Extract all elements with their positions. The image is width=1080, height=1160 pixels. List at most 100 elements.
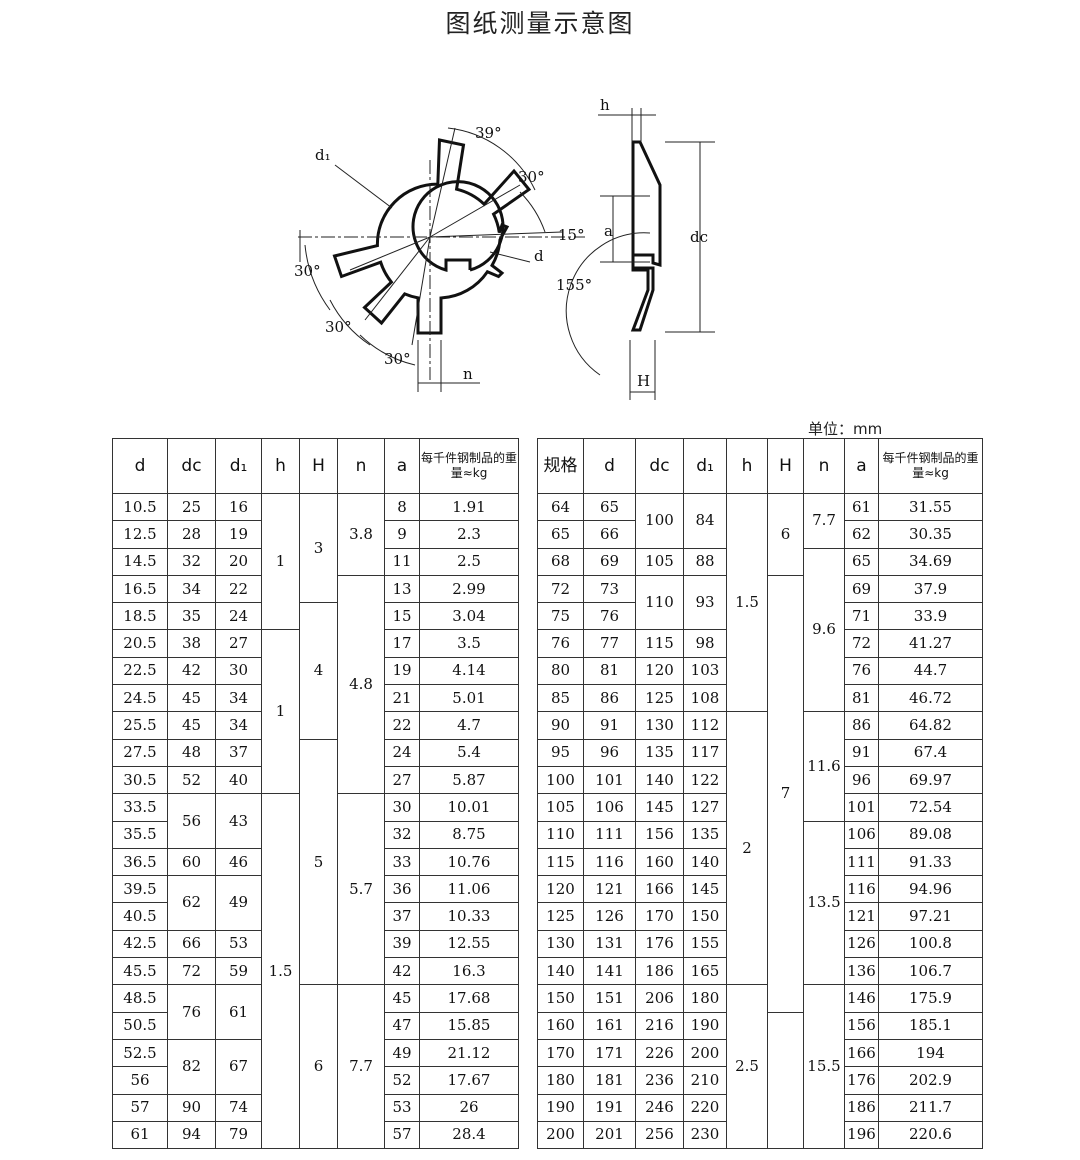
cell-a: 52: [384, 1066, 420, 1095]
table-row: 150 151 206 180 2.5 15.5 146 175.9: [537, 984, 983, 1150]
cell-weight: 15.85: [419, 1011, 519, 1040]
header-dc: dc: [167, 438, 216, 494]
cell-d1: 220: [683, 1093, 727, 1122]
table-row: 76 77 115 98 72 41.27: [537, 629, 983, 658]
label-angle-30-right: 30°: [518, 168, 545, 186]
cell-a: 156: [844, 1011, 879, 1040]
cell-weight: 5.01: [419, 684, 519, 713]
cell-dc: 32: [167, 547, 216, 576]
cell-h: 2: [726, 711, 768, 986]
cell-weight: 10.33: [419, 902, 519, 931]
table-row: 18.5 35 24 4 15 3.04: [112, 602, 519, 740]
table-row: 75 76 71 33.9: [537, 602, 983, 631]
cell-h: 1: [261, 492, 300, 631]
cell-spec: 85: [537, 684, 584, 713]
cell-weight: 44.7: [878, 656, 983, 686]
header-h: h: [261, 438, 300, 494]
cell-d: 96: [583, 738, 636, 767]
cell-dc: 48: [167, 738, 216, 767]
header-d: d: [112, 438, 168, 494]
label-a: a: [604, 222, 613, 240]
cell-weight: 106.7: [878, 957, 983, 986]
cell-dc: 156: [635, 820, 684, 849]
cell-d1: 43: [215, 793, 262, 849]
header-a: a: [384, 438, 420, 494]
cell-a: 116: [844, 875, 879, 904]
cell-d: 161: [583, 1011, 636, 1040]
cell-a: 53: [384, 1093, 420, 1122]
cell-weight: 5.87: [419, 765, 519, 795]
unit-note: 单位：mm: [808, 420, 883, 438]
table-row: 64 65 100 84 1.5 6 7.7 61 31.55: [537, 492, 983, 713]
cell-H: 6: [299, 984, 338, 1150]
front-view-centerlines: [298, 127, 585, 392]
cell-dc: 25: [167, 492, 216, 522]
table-row: 180 181 236 210 176 202.9: [537, 1066, 983, 1095]
cell-spec: 80: [537, 656, 584, 686]
cell-a: 186: [844, 1093, 879, 1122]
washer-front-view: [332, 138, 532, 335]
table-row: 12.5 28 19 9 2.3: [112, 520, 519, 549]
cell-H: 4: [299, 602, 338, 740]
cell-a: 22: [384, 711, 420, 740]
table-row: 14.5 32 20 11 2.5: [112, 547, 519, 576]
table-row: 100 101 140 122 96 69.97: [537, 765, 983, 795]
label-angle-155: 155°: [556, 276, 592, 294]
cell-dc: 145: [635, 793, 684, 822]
table-row: 52.5 82 67 49 21.12: [112, 1038, 519, 1095]
cell-spec: 170: [537, 1038, 584, 1068]
cell-weight: 175.9: [878, 984, 983, 1013]
header-d: d: [583, 438, 636, 494]
cell-d1: 30: [215, 656, 262, 686]
cell-weight: 72.54: [878, 793, 983, 822]
cell-d: 76: [583, 602, 636, 631]
cell-spec: 95: [537, 738, 584, 767]
spec-table-right: 规格 d dc d₁ h H n a 每千件钢制品的重量≈kg 64 65 10…: [537, 438, 983, 1150]
label-angle-30-left: 30°: [294, 262, 321, 280]
cell-d1: 93: [683, 574, 727, 631]
cell-d: 91: [583, 711, 636, 740]
cell-n: 13.5: [803, 820, 845, 986]
cell-a: 47: [384, 1011, 420, 1040]
cell-d1: 19: [215, 520, 262, 549]
cell-d: 35.5: [112, 820, 168, 849]
cell-weight: 3.04: [419, 602, 519, 631]
cell-a: 27: [384, 765, 420, 795]
cell-spec: 200: [537, 1120, 584, 1150]
cell-a: 21: [384, 684, 420, 713]
cell-weight: 220.6: [878, 1120, 983, 1150]
cell-spec: 64: [537, 492, 584, 522]
label-d: d: [534, 247, 544, 265]
cell-d1: 27: [215, 629, 262, 658]
cell-weight: 33.9: [878, 602, 983, 631]
cell-d: 126: [583, 902, 636, 931]
cell-dc: 62: [167, 875, 216, 931]
table-row: 56 52 17.67: [112, 1066, 519, 1095]
cell-h: 1.5: [726, 492, 768, 713]
cell-d1: 122: [683, 765, 727, 795]
cell-d: 45.5: [112, 957, 168, 986]
cell-a: 33: [384, 847, 420, 877]
cell-d: 101: [583, 765, 636, 795]
cell-d: 42.5: [112, 929, 168, 959]
cell-dc: 45: [167, 684, 216, 713]
table-row: 36.5 60 46 33 10.76: [112, 847, 519, 877]
cell-d: 50.5: [112, 1011, 168, 1040]
cell-weight: 4.7: [419, 711, 519, 740]
cell-spec: 130: [537, 929, 584, 959]
cell-a: 71: [844, 602, 879, 631]
cell-weight: 2.99: [419, 574, 519, 604]
table-row: 33.5 56 43 1.5 5.7 30 10.01: [112, 793, 519, 1150]
cell-spec: 65: [537, 520, 584, 549]
cell-d: 141: [583, 957, 636, 986]
spec-table-left: d dc d₁ h H n a 每千件钢制品的重量≈kg 10.5 25 16 …: [112, 438, 519, 1150]
cell-weight: 3.5: [419, 629, 519, 658]
cell-d: 25.5: [112, 711, 168, 740]
cell-a: 42: [384, 957, 420, 986]
cell-d1: 165: [683, 957, 727, 986]
cell-d: 20.5: [112, 629, 168, 658]
cell-d: 57: [112, 1093, 168, 1122]
cell-dc: 38: [167, 629, 216, 658]
cell-dc: 28: [167, 520, 216, 549]
cell-weight: 46.72: [878, 684, 983, 713]
